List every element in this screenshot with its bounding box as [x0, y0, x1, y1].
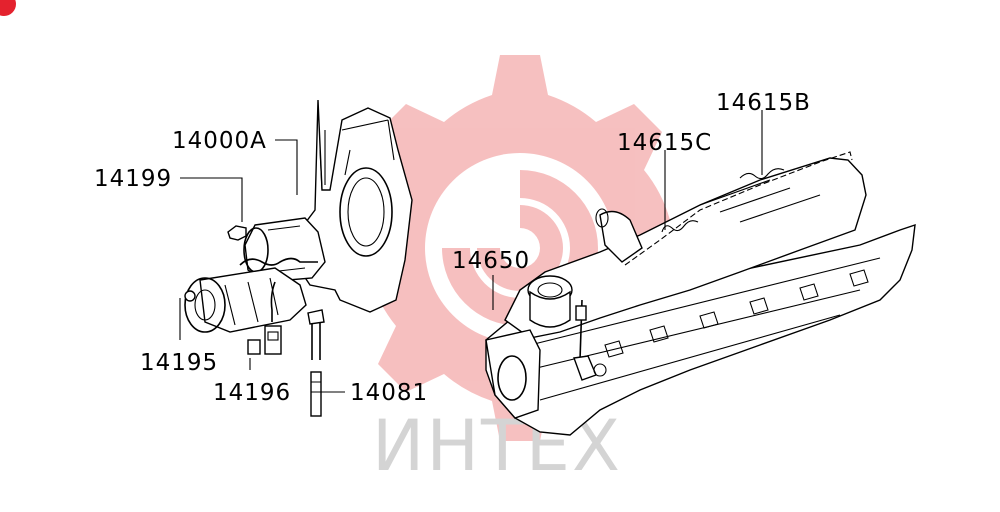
callout-14195: 14195	[140, 350, 218, 376]
callout-14081: 14081	[350, 380, 428, 406]
callout-14615C: 14615C	[617, 130, 712, 156]
callout-14650: 14650	[452, 248, 530, 274]
cylinder-head-assembly	[485, 151, 916, 436]
callout-14615B: 14615B	[716, 90, 811, 116]
corner-badge-icon	[0, 0, 16, 16]
leader-lines	[179, 110, 763, 393]
callout-14000A: 14000A	[172, 128, 267, 154]
callout-14196: 14196	[213, 380, 291, 406]
callout-14199: 14199	[94, 166, 172, 192]
starter-assembly	[184, 99, 413, 417]
